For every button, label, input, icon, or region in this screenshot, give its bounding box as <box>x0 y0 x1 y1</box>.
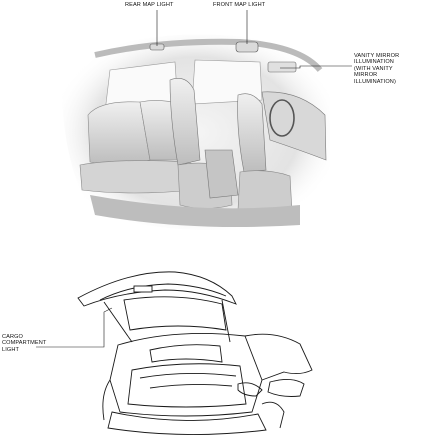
cabin-cutaway <box>61 34 330 231</box>
cargo-callout-line <box>36 307 113 348</box>
vanity-label-line-3: (WITH VANITY <box>354 65 393 72</box>
sun-visor <box>267 61 297 73</box>
cargo-label-line-1: CARGO <box>2 334 24 340</box>
cargo-label-line-3: LIGHT <box>2 346 19 353</box>
cargo-compartment-light-label: CARGO COMPARTMENT LIGHT <box>2 334 46 353</box>
vanity-label-line-4: MIRROR <box>354 72 378 79</box>
cargo-label-line-2: COMPARTMENT <box>2 340 47 347</box>
front-map-light-label: FRONT MAP LIGHT <box>213 2 266 8</box>
rear-map-light-label: REAR MAP LIGHT <box>125 2 174 8</box>
rear-hatch-illustration <box>77 271 313 435</box>
vanity-label-line-5: ILLUMINATION) <box>354 78 396 85</box>
vanity-label-line-2: ILLUMINATION <box>354 59 394 66</box>
steering-wheel <box>269 99 295 137</box>
vanity-mirror-illumination-label: VANITY MIRROR ILLUMINATION (WITH VANITY … <box>354 53 399 85</box>
upper-callout-lines <box>156 10 352 69</box>
vanity-label-line-1: VANITY MIRROR <box>354 53 400 59</box>
